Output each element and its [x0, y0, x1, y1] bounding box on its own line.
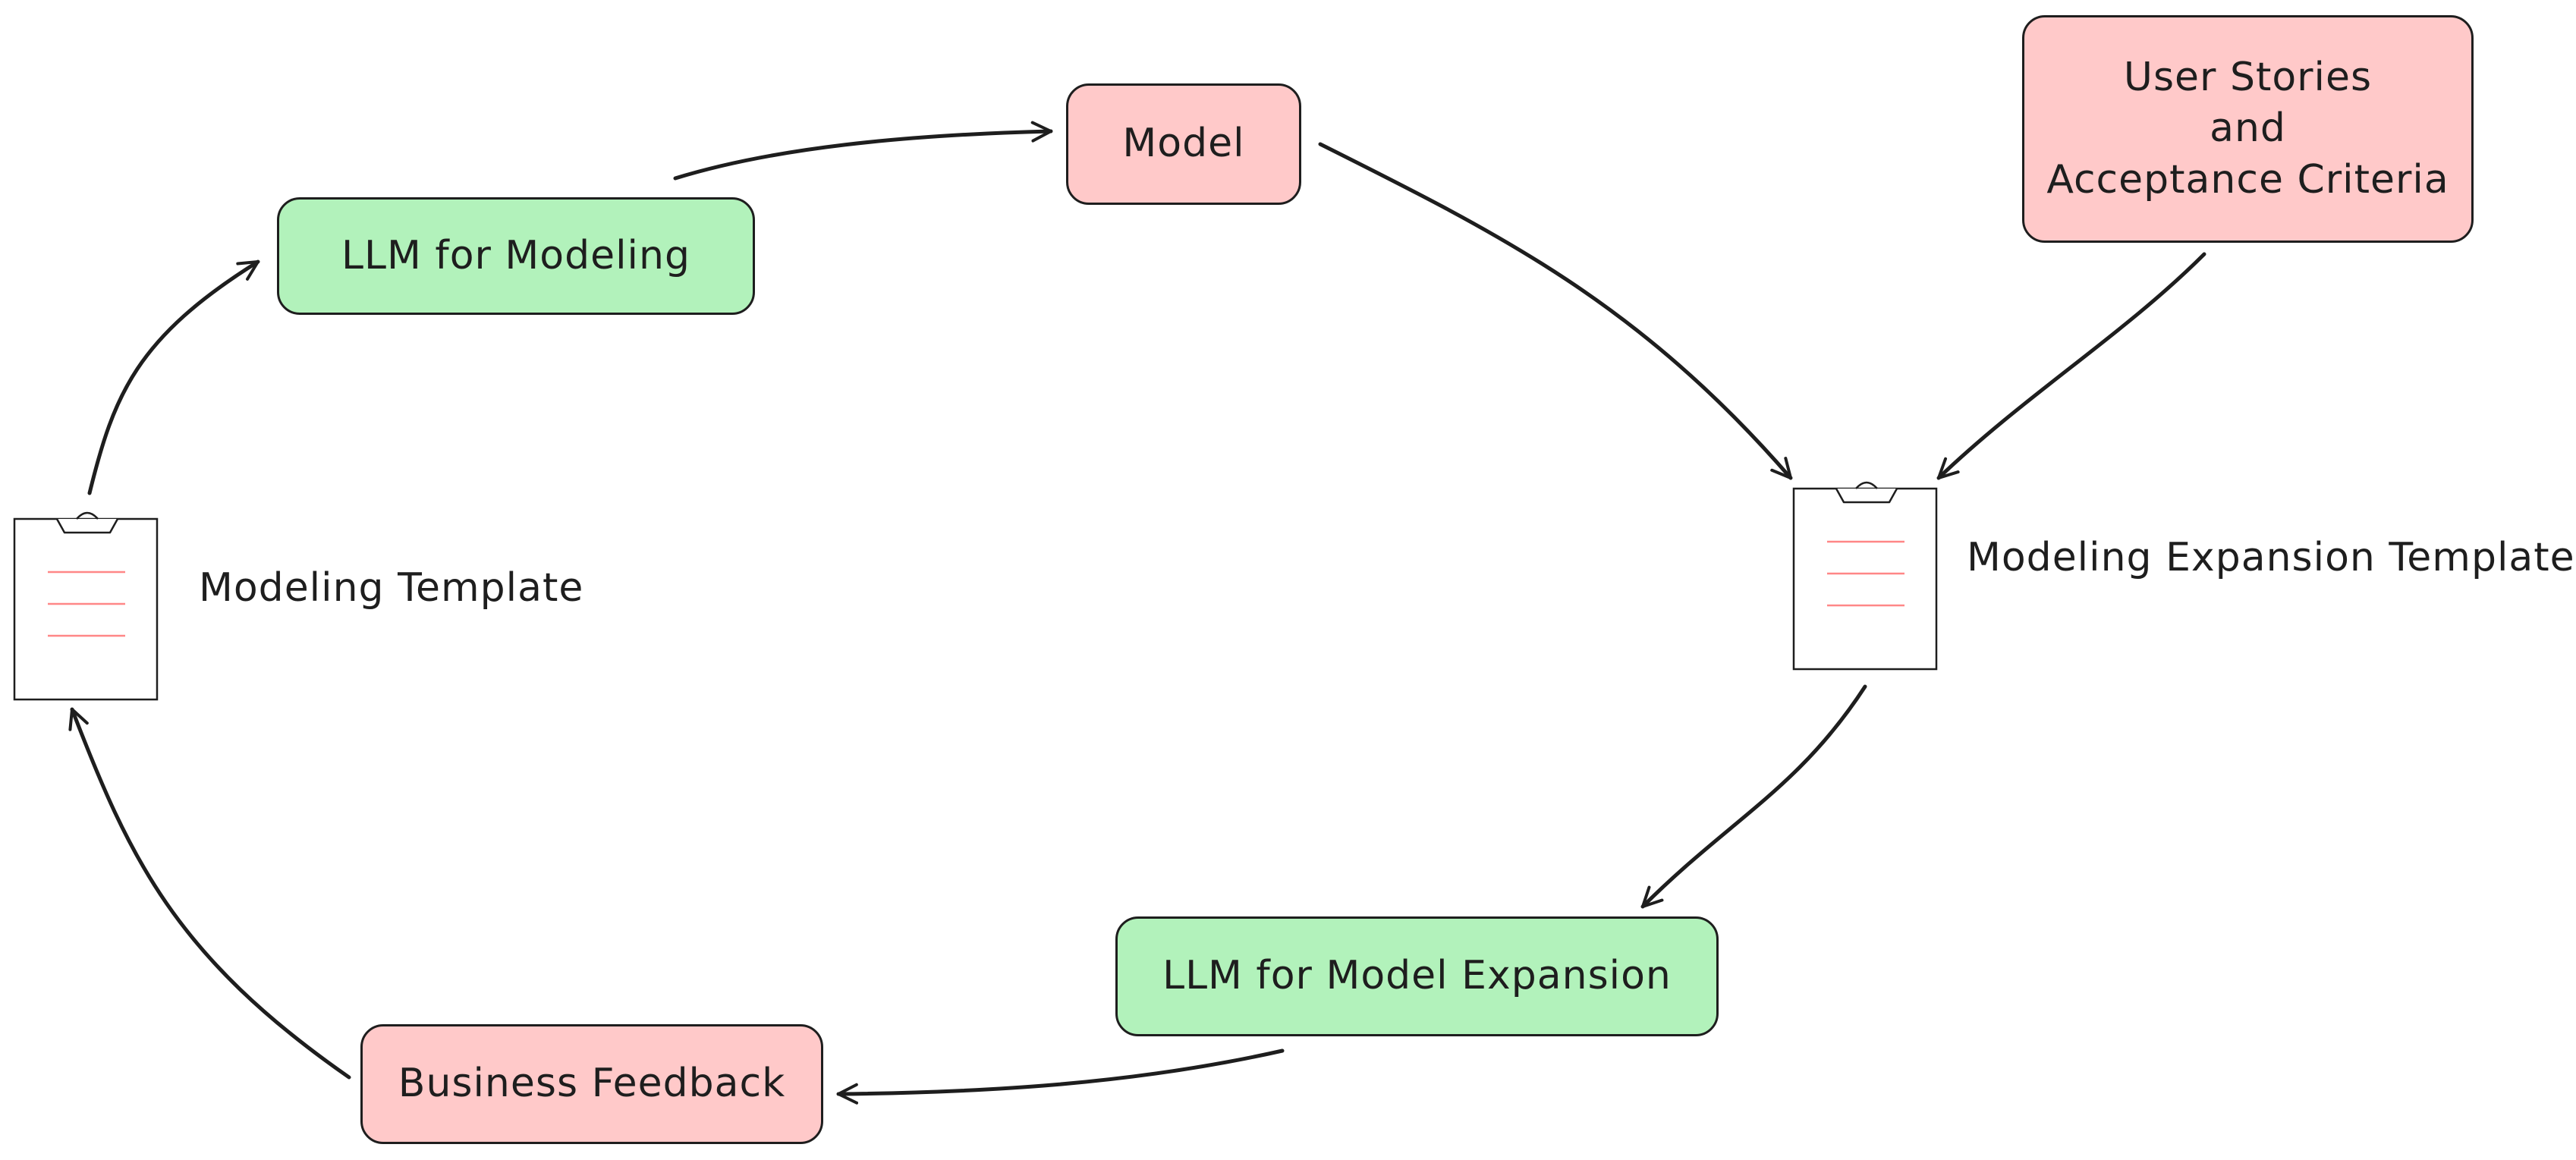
business-feedback-label: Business Feedback [398, 1061, 786, 1107]
model-node-label: Model [1122, 121, 1245, 167]
llm-for-model-expansion-label: LLM for Model Expansion [1162, 953, 1672, 999]
clipboard-icon [13, 511, 159, 701]
llm-for-model-expansion-node: LLM for Model Expansion [1115, 916, 1719, 1036]
user-stories-line-1: User Stories [2123, 54, 2373, 100]
user-stories-line-3: Acceptance Criteria [2046, 156, 2449, 203]
edge-llm-expansion-to-business-feedback [836, 1048, 1285, 1105]
user-stories-line-2: and [2210, 105, 2286, 152]
edge-llm-modeling-to-model [673, 121, 1053, 181]
edge-expansion-template-to-llm-expansion [1640, 684, 1867, 909]
llm-for-modeling-label: LLM for Modeling [341, 232, 690, 278]
edge-modeling-template-to-llm-modeling [87, 259, 260, 495]
edge-user-stories-to-expansion-template [1936, 252, 2206, 480]
edge-model-to-expansion-template [1318, 142, 1793, 480]
model-node: Model [1066, 83, 1301, 205]
modeling-expansion-template-label: Modeling Expansion Template [1967, 535, 2575, 580]
business-feedback-node: Business Feedback [360, 1024, 823, 1144]
clipboard-icon [1792, 481, 1938, 671]
modeling-template-label: Modeling Template [199, 565, 584, 611]
edge-business-feedback-to-modeling-template [68, 707, 351, 1080]
llm-for-modeling-node: LLM for Modeling [277, 197, 755, 315]
user-stories-node: User Stories and Acceptance Criteria [2022, 15, 2474, 243]
